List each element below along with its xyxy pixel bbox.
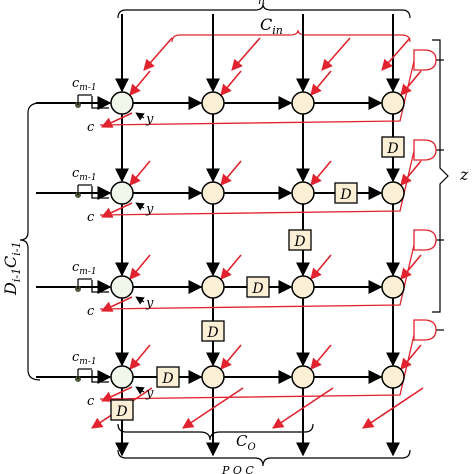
z-label: z — [459, 165, 469, 184]
top-brace — [117, 3, 411, 19]
side-label: Di-1Ci-1 — [1, 241, 23, 296]
cin-drop-2 — [321, 37, 351, 71]
cm1-feed-3 — [91, 370, 109, 383]
cm1-feed-1 — [91, 186, 109, 199]
delay-label-1: D — [339, 187, 351, 203]
cm1-feed-2 — [91, 280, 109, 293]
y-arrow-3 — [135, 386, 145, 395]
carry-in-wire-3-1 — [220, 344, 242, 370]
cm1-label-2: cm-1 — [72, 260, 97, 277]
pe-cell-3-2 — [291, 365, 315, 389]
pe-cell-1-3 — [381, 181, 405, 205]
cin-drop-1 — [231, 37, 261, 71]
top-partial-label: n — [258, 0, 265, 7]
y-label-0: y — [145, 112, 154, 127]
delay-label-6: D — [115, 404, 127, 420]
delay-label-0: D — [386, 141, 398, 157]
pe-cell-1-2 — [291, 181, 315, 205]
wire-layer — [36, 14, 444, 457]
delay-box-5 — [156, 366, 180, 388]
svg-text:Di-1Ci-1: Di-1Ci-1 — [1, 241, 23, 296]
c-label-3: c — [87, 394, 95, 409]
pe-cell-0-1 — [201, 91, 225, 115]
pe-cell-1-1 — [201, 181, 225, 205]
carry-in-wire-2-1 — [220, 254, 242, 280]
carry-in-wire-0-2 — [310, 70, 332, 96]
adder-gate-2 — [413, 229, 437, 251]
pe-cell-1-0 — [110, 181, 134, 205]
carry-in-wire-2-0 — [129, 254, 151, 280]
y-label-1: y — [145, 202, 154, 217]
y-label-3: y — [145, 386, 154, 401]
carry-in-wire-2-3 — [400, 254, 422, 280]
cin-brace — [171, 29, 411, 43]
carry-in-wire-2-2 — [310, 254, 332, 280]
carry-in-wire-3-0 — [129, 344, 151, 370]
delay-box-3 — [246, 276, 270, 298]
pe-cell-0-3 — [381, 91, 405, 115]
cin-label: Cin — [260, 15, 283, 37]
delay-label-5: D — [161, 371, 173, 387]
carry-in-wire-0-0 — [129, 70, 151, 96]
y-arrow-1 — [135, 202, 145, 211]
pe-cell-0-0 — [110, 91, 134, 115]
bottom-partial-label: P O C — [221, 464, 254, 474]
bottom-brace — [117, 449, 411, 467]
delay-label-2: D — [293, 234, 305, 250]
carry-in-wire-3-3 — [400, 344, 422, 370]
cin-drop-3 — [381, 37, 411, 71]
adder-gate-0 — [413, 49, 437, 71]
right-brace — [432, 39, 449, 313]
y-arrow-2 — [135, 296, 145, 305]
carry-in-wire-0-3 — [400, 70, 422, 96]
cm1-feed-0 — [91, 96, 109, 109]
pe-cell-0-2 — [291, 91, 315, 115]
delay-box-1 — [334, 182, 358, 204]
carry-in-wire-1-2 — [310, 160, 332, 186]
carry-in-wire-0-1 — [220, 70, 242, 96]
cell-layer — [110, 49, 437, 421]
delay-box-0 — [381, 136, 405, 158]
pe-cell-3-0 — [110, 365, 134, 389]
left-brace — [19, 102, 41, 381]
carry-in-wire-1-3 — [400, 160, 422, 186]
delay-label-3: D — [251, 281, 263, 297]
delay-label-4: D — [206, 325, 218, 341]
carry-out-wire-0 — [100, 112, 133, 128]
cin-drop-0 — [143, 37, 173, 71]
co-brace — [117, 423, 314, 441]
c-label-2: c — [87, 304, 95, 319]
c-label-1: c — [87, 210, 95, 225]
pe-cell-2-0 — [110, 275, 134, 299]
carry-exit-wire-1 — [182, 387, 244, 429]
co-label: CO — [236, 432, 256, 453]
carry-out-wire-2 — [100, 296, 133, 312]
carry-exit-wire-2 — [272, 387, 334, 429]
carry-in-wire-1-0 — [129, 160, 151, 186]
cm1-label-3: cm-1 — [72, 350, 97, 367]
carry-in-wire-3-2 — [310, 344, 332, 370]
c-label-0: c — [87, 120, 95, 135]
pe-cell-2-1 — [201, 275, 225, 299]
carry-out-wire-1 — [100, 202, 133, 218]
y-arrow-0 — [135, 112, 145, 121]
carry-in-wire-1-1 — [220, 160, 242, 186]
cm1-label-0: cm-1 — [72, 76, 97, 93]
delay-box-4 — [201, 320, 225, 342]
pe-cell-3-3 — [381, 365, 405, 389]
cm1-label-1: cm-1 — [72, 166, 97, 183]
carry-out-wire-3 — [100, 386, 133, 402]
delay-box-6 — [110, 399, 134, 421]
adder-gate-1 — [413, 139, 437, 161]
delay-box-2 — [288, 229, 312, 251]
adder-gate-3 — [413, 319, 437, 341]
carry-exit-wire-3 — [362, 387, 424, 429]
y-label-2: y — [145, 296, 154, 311]
pe-cell-3-1 — [201, 365, 225, 389]
pe-cell-2-2 — [291, 275, 315, 299]
pe-cell-2-3 — [381, 275, 405, 299]
